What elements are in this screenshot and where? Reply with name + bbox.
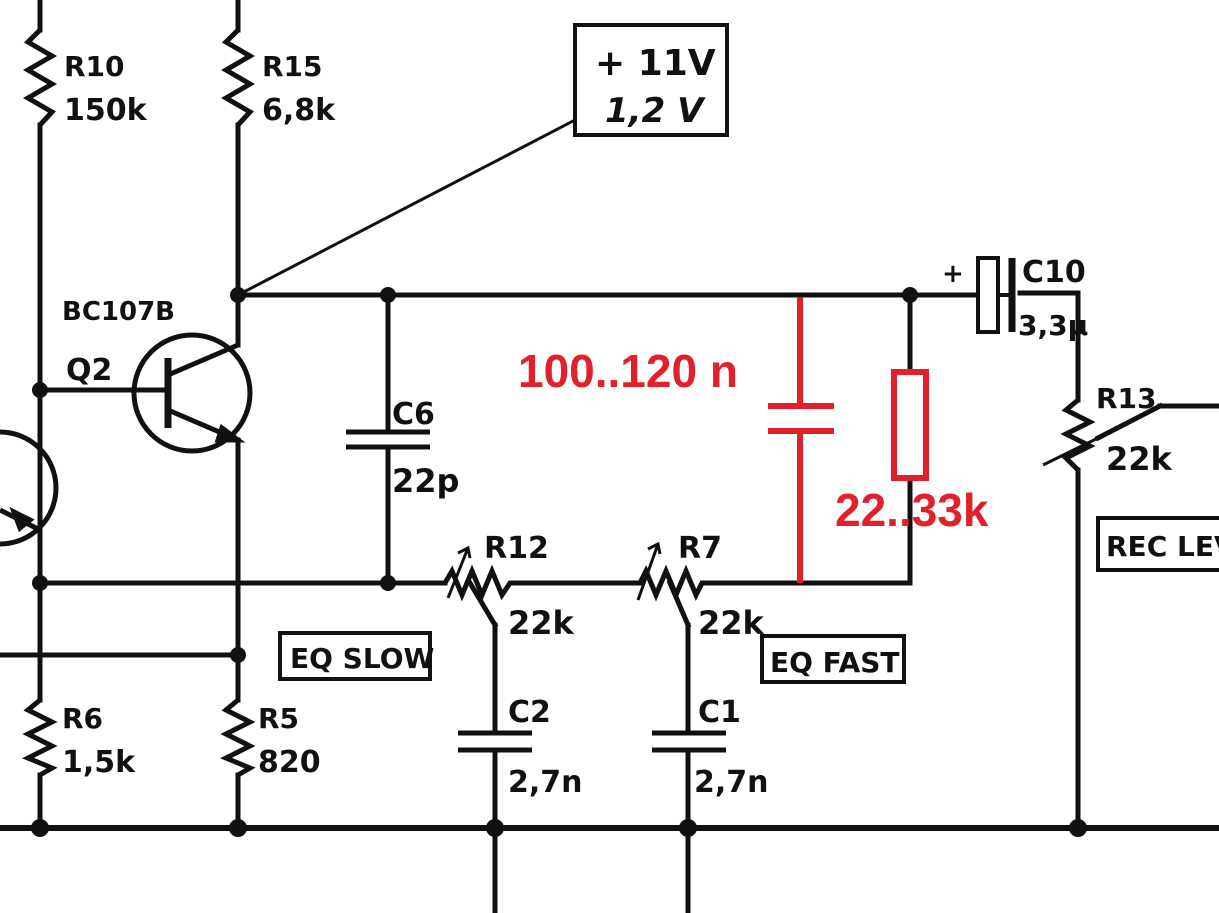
label-r10: R10 [64, 50, 125, 83]
label-r7: R7 [678, 531, 722, 566]
label-c1-value: 2,7n [694, 765, 769, 800]
resistor-r15-symbol [221, 28, 255, 127]
label-r13-value: 22k [1106, 440, 1173, 478]
label-r6: R6 [62, 702, 103, 735]
annotation-resistor-value: 22..33k [835, 484, 989, 536]
label-r13: R13 [1096, 382, 1157, 415]
capacitor-c2-symbol [458, 730, 532, 753]
label-c10-value: 3,3µ [1018, 309, 1088, 342]
resistor-r6-symbol [21, 698, 58, 778]
capacitor-c10-symbol [976, 256, 1016, 334]
label-c1: C1 [698, 695, 741, 730]
potentiometer-r7-symbol [636, 541, 705, 602]
label-c6: C6 [392, 397, 435, 432]
label-r12: R12 [484, 531, 549, 566]
eq-fast-label-box [760, 634, 906, 684]
label-transistor-ref: Q2 [66, 353, 112, 388]
label-r15-value: 6,8k [262, 93, 336, 128]
transistor-q2-symbol [131, 332, 253, 454]
potentiometer-r12-symbol [442, 545, 515, 602]
rec-level-label-box [1096, 516, 1219, 572]
potentiometer-r13-symbol [1042, 398, 1099, 472]
label-transistor-type: BC107B [62, 297, 175, 327]
label-rec-level: REC LEV [1106, 530, 1219, 563]
label-r15: R15 [262, 50, 323, 83]
junction-dots [31, 287, 1087, 837]
added-capacitor-symbol [768, 297, 834, 583]
label-r10-value: 150k [64, 93, 148, 128]
capacitor-c6-symbol [346, 429, 430, 450]
annotation-capacitor-value: 100..120 n [518, 345, 738, 397]
capacitor-c1-symbol [652, 730, 726, 753]
resistor-r5-symbol [219, 698, 256, 778]
transistor-q1-partial-symbol [0, 429, 59, 547]
label-eq-slow: EQ SLOW [290, 642, 434, 675]
label-eq-fast: EQ FAST [770, 646, 900, 679]
label-r12-value: 22k [508, 604, 575, 642]
label-r6-value: 1,5k [62, 745, 136, 780]
label-c2: C2 [508, 695, 551, 730]
voltage-label-box [573, 23, 729, 137]
component-labels: R10 150k R15 6,8k + 11V 1,2 V BC107B Q2 … [62, 43, 1219, 800]
label-c2-value: 2,7n [508, 765, 583, 800]
eq-slow-label-box [278, 631, 432, 681]
label-voltage-bottom: 1,2 V [605, 91, 706, 131]
resistor-r10-symbol [23, 28, 57, 127]
label-r7-value: 22k [698, 604, 765, 642]
added-resistor-symbol [891, 369, 929, 481]
label-c6-value: 22p [392, 462, 459, 500]
label-r5-value: 820 [258, 745, 321, 780]
label-c10: C10 [1022, 255, 1086, 290]
label-voltage-top: + 11V [595, 43, 716, 84]
label-r5: R5 [258, 702, 299, 735]
label-c10-polarity: + [942, 259, 964, 289]
